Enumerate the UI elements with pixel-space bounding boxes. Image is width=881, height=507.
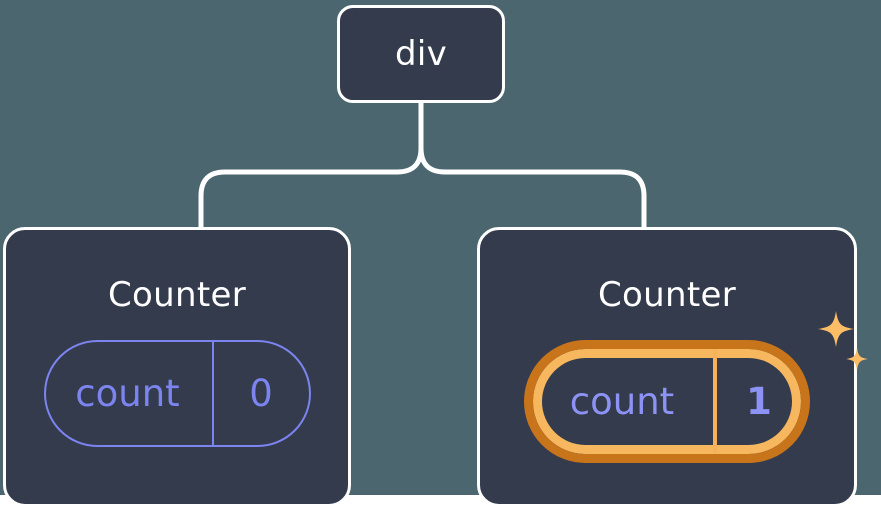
state-value: 1 (713, 349, 801, 454)
root-node-label: div (394, 34, 448, 74)
connector-to-left-child (198, 100, 424, 233)
state-value: 0 (211, 342, 309, 445)
state-pill-wrapper: count 1 (524, 311, 868, 463)
tree-node-root[interactable]: div (337, 5, 505, 103)
tree-node-counter-right[interactable]: Counter count 1 (477, 227, 868, 507)
connector-to-right-child (418, 100, 647, 233)
connector-lines (198, 100, 647, 233)
state-key: count (569, 380, 675, 423)
tree-node-counter-left[interactable]: Counter count 0 (3, 227, 351, 507)
state-pill-wrapper: count 0 (43, 340, 311, 447)
state-pill[interactable]: count 0 (43, 340, 311, 447)
component-title: Counter (598, 275, 736, 315)
state-key: count (75, 372, 180, 415)
sparkle-icon (818, 311, 854, 347)
component-title: Counter (108, 275, 246, 315)
state-pill-highlighted[interactable]: count 1 (524, 340, 810, 463)
